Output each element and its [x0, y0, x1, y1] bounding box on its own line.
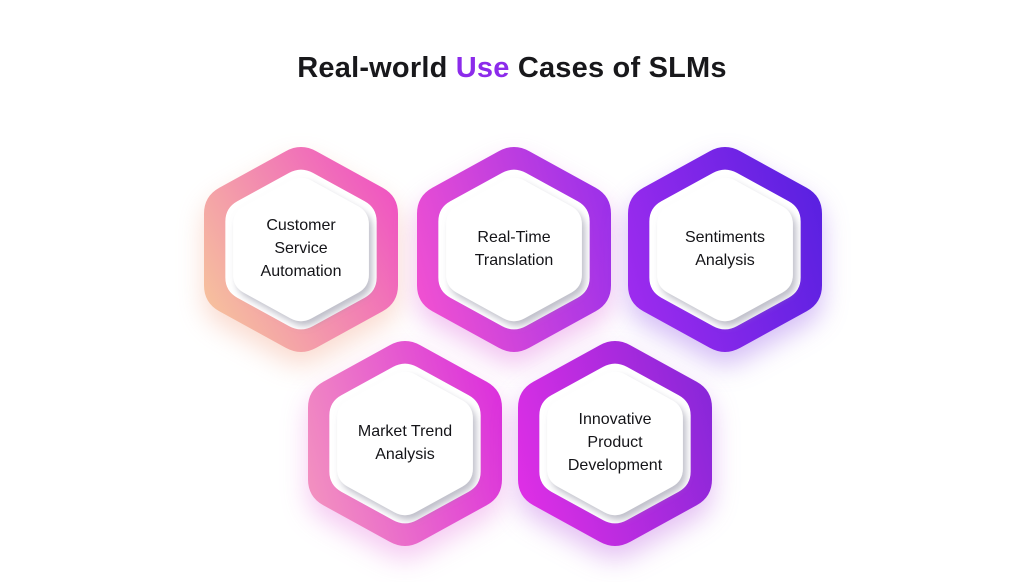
title-prefix: Real-world [297, 52, 456, 84]
hexagon-graphic [518, 341, 712, 546]
title-suffix: Cases of SLMs [509, 52, 727, 84]
hexagon-graphic [204, 147, 398, 352]
hexagon-graphic [628, 147, 822, 352]
hexagon-graphic [308, 341, 502, 546]
title-highlight: Use [455, 52, 510, 84]
hexagon-innovative-product-development: Innovative Product Development [518, 336, 712, 551]
hexagon-customer-service-automation: Customer Service Automation [204, 142, 398, 357]
page-title: Real-world Use Cases of SLMs [0, 52, 1024, 85]
hexagon-graphic [417, 147, 611, 352]
hexagon-sentiments-analysis: Sentiments Analysis [628, 142, 822, 357]
hexagon-market-trend-analysis: Market Trend Analysis [308, 336, 502, 551]
hexagon-real-time-translation: Real-Time Translation [417, 142, 611, 357]
